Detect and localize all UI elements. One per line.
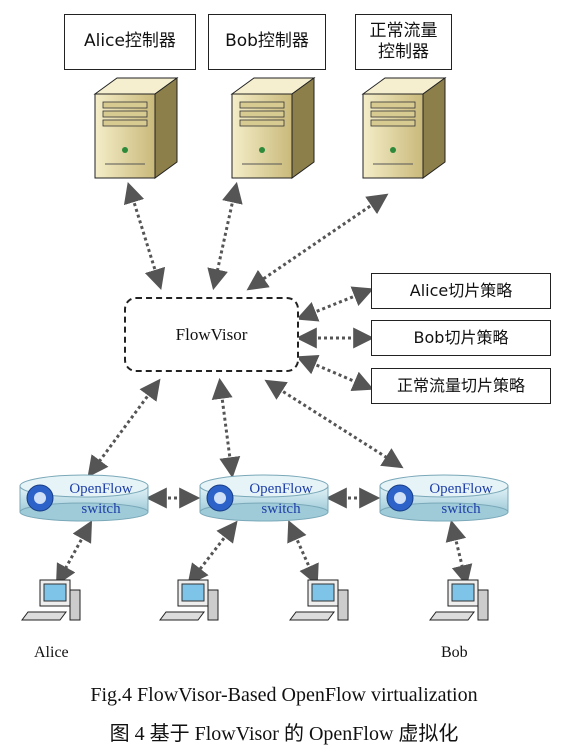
controller-bob-label: Bob控制器 — [208, 14, 326, 70]
switch-2-icon — [199, 474, 329, 522]
server-normal-icon — [361, 77, 447, 179]
policy-bob: Bob切片策略 — [371, 320, 551, 356]
caption-chinese: 图 4 基于 FlowVisor 的 OpenFlow 虚拟化 — [109, 723, 459, 745]
switch-3-line1: OpenFlow — [429, 481, 493, 497]
arrow-normal-controller — [246, 193, 389, 291]
switch-2-line1: OpenFlow — [249, 481, 313, 497]
server-alice-icon — [93, 77, 179, 179]
policy-alice: Alice切片策略 — [371, 273, 551, 309]
switch-3-line2: switch — [441, 500, 481, 517]
controller-alice-label: Alice控制器 — [64, 14, 196, 70]
switch-3-icon — [379, 474, 509, 522]
controller-normal-label: 正常流量控制器 — [355, 14, 452, 70]
policy-normal: 正常流量切片策略 — [371, 368, 551, 404]
arrow-fv-switch-2 — [211, 377, 241, 479]
host-bob-label: Bob — [441, 644, 468, 661]
arrow-switch-2-pc — [187, 520, 238, 586]
arrow-policy-alice — [296, 286, 374, 322]
server-bob-icon — [230, 77, 316, 179]
switch-3-label: OpenFlow switch — [414, 480, 508, 519]
arrow-fv-switch-3 — [264, 379, 404, 469]
switch-1-line1: OpenFlow — [69, 481, 133, 497]
arrow-fv-switch-1 — [87, 378, 161, 478]
switch-1-line2: switch — [81, 500, 121, 517]
switch-1-icon — [19, 474, 149, 522]
arrow-switch-3-bob — [445, 519, 473, 587]
pc-3-icon — [289, 579, 349, 621]
pc-bob-icon — [429, 579, 489, 621]
arrow-switch-2-pc2 — [287, 520, 319, 586]
arrow-policy-normal — [296, 354, 374, 392]
flowvisor-label: FlowVisor — [175, 324, 248, 344]
switch-1-label: OpenFlow switch — [54, 480, 148, 519]
arrow-switch-1-alice — [55, 520, 93, 586]
pc-alice-icon — [21, 579, 81, 621]
arrow-alice-controller — [123, 181, 166, 291]
arrow-bob-controller — [207, 181, 243, 291]
flowvisor-box: FlowVisor — [124, 297, 299, 372]
caption-english: Fig.4 FlowVisor-Based OpenFlow virtualiz… — [90, 684, 478, 706]
pc-2-icon — [159, 579, 219, 621]
host-alice-label: Alice — [34, 644, 69, 661]
switch-2-label: OpenFlow switch — [234, 480, 328, 519]
switch-2-line2: switch — [261, 500, 301, 517]
